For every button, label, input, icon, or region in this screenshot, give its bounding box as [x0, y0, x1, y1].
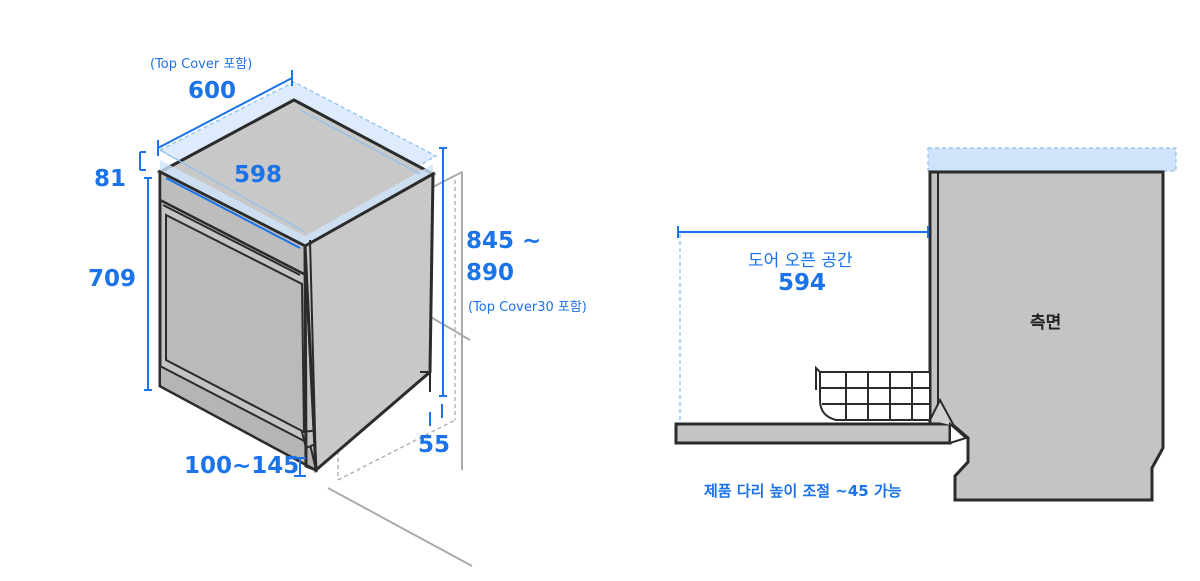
width-with-cover-label: 600	[188, 78, 237, 104]
width-label: 598	[234, 162, 283, 188]
door-open-value: 594	[778, 270, 827, 296]
side-body	[928, 170, 1165, 502]
top-cover-side-band	[305, 164, 433, 246]
height-cover-note: (Top Cover30 포함)	[468, 300, 587, 315]
leg-height-note: 제품 다리 높이 조절 ~45 가능	[704, 482, 902, 500]
top-cover-note: (Top Cover 포함)	[150, 57, 253, 72]
top-panel-height-label: 81	[94, 166, 127, 192]
side-top-cover	[927, 147, 1177, 172]
dish-rack	[815, 365, 931, 421]
door-open-label: 도어 오픈 공간	[748, 251, 853, 271]
height-range-line1: 845 ~	[466, 228, 542, 254]
kick-gap-label: 55	[418, 432, 451, 458]
top-cover-front-band	[160, 160, 305, 246]
height-range-line2: 890	[466, 260, 515, 286]
door-open-dimension	[677, 226, 929, 238]
side-label: 측면	[1030, 313, 1062, 333]
dimension-lines	[139, 70, 447, 477]
door-height-label: 709	[88, 266, 137, 292]
toe-height-label: 100~145	[184, 453, 300, 479]
open-door	[674, 422, 952, 445]
